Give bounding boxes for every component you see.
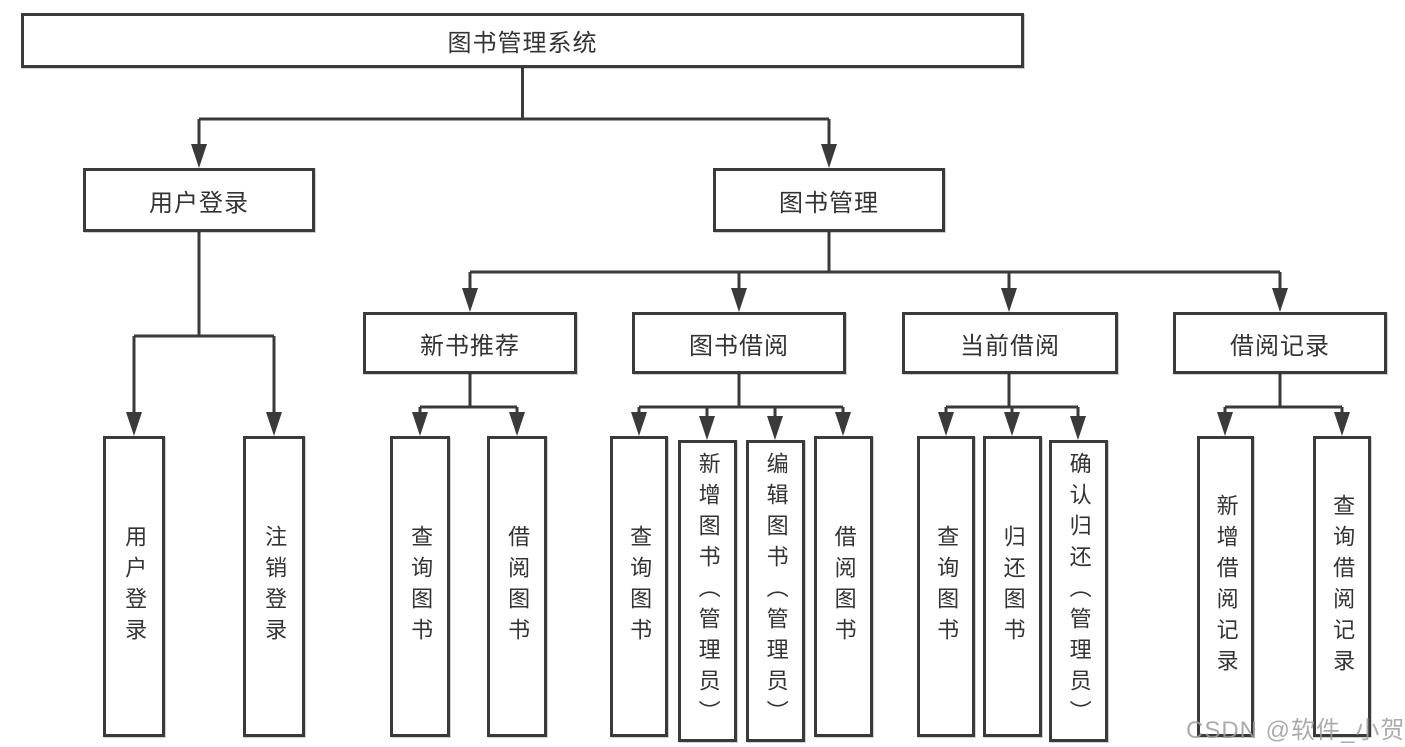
- node-bb-add-book-label: 新增图书（管理员）: [695, 451, 721, 731]
- node-cb-return-book-label: 归还图书: [1000, 524, 1026, 649]
- node-bb-edit-book-label: 编辑图书（管理员）: [763, 451, 789, 731]
- node-nb-query-book-label: 查询图书: [408, 524, 434, 649]
- node-bb-edit-book: 编辑图书（管理员）: [746, 440, 805, 742]
- node-bb-borrow-book-label: 借阅图书: [831, 524, 857, 649]
- node-login-label: 用户登录: [122, 524, 148, 649]
- node-user-login: 用户登录: [83, 168, 315, 232]
- node-br-query-record-label: 查询借阅记录: [1330, 493, 1356, 680]
- node-nb-borrow-book-label: 借阅图书: [505, 524, 531, 649]
- arrowheads: [126, 144, 1350, 440]
- node-borrow-record: 借阅记录: [1173, 312, 1387, 374]
- node-br-add-record: 新增借阅记录: [1197, 436, 1254, 737]
- node-bb-query-book-label: 查询图书: [627, 524, 653, 649]
- node-nb-query-book: 查询图书: [390, 436, 450, 737]
- node-logout: 注销登录: [243, 436, 305, 737]
- node-cb-return-book: 归还图书: [983, 436, 1042, 737]
- node-bb-borrow-book: 借阅图书: [814, 436, 873, 737]
- node-cb-confirm-return-label: 确认归还（管理员）: [1066, 451, 1092, 731]
- node-new-book-recommend: 新书推荐: [363, 312, 577, 374]
- node-login: 用户登录: [103, 436, 165, 737]
- node-logout-label: 注销登录: [262, 524, 288, 649]
- node-br-add-record-label: 新增借阅记录: [1213, 493, 1239, 680]
- node-bb-add-book: 新增图书（管理员）: [678, 440, 737, 742]
- node-book-borrow: 图书借阅: [632, 312, 846, 374]
- node-book-management: 图书管理: [713, 168, 945, 232]
- node-nb-borrow-book: 借阅图书: [487, 436, 547, 737]
- node-cb-confirm-return: 确认归还（管理员）: [1049, 440, 1108, 742]
- node-root: 图书管理系统: [21, 13, 1024, 68]
- node-bb-query-book: 查询图书: [610, 436, 668, 737]
- node-current-borrow: 当前借阅: [902, 312, 1118, 374]
- node-br-query-record: 查询借阅记录: [1313, 436, 1371, 737]
- connector-stems: [132, 68, 1344, 420]
- watermark: CSDN @软件_小贺同学: [1186, 717, 1405, 744]
- node-cb-query-book: 查询图书: [917, 436, 975, 737]
- node-cb-query-book-label: 查询图书: [934, 524, 960, 649]
